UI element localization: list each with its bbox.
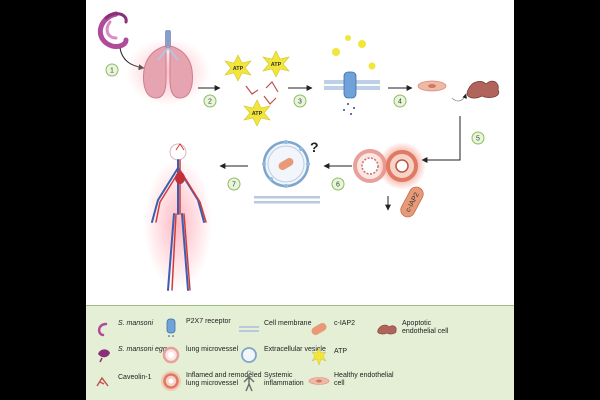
healthy-endothelial-cell — [417, 80, 447, 92]
svg-text:4: 4 — [398, 99, 402, 106]
pathway-diagram: 1 2 ATP ATP ATP — [98, 11, 500, 291]
svg-text:2: 2 — [208, 99, 212, 106]
question-mark: ? — [310, 139, 319, 155]
legend-panel: S. mansoni S. mansoni egg Caveolin-1 P2X… — [86, 305, 514, 400]
arrow-5 — [421, 116, 461, 163]
legend-label: Caveolin-1 — [118, 374, 152, 381]
legend-label: Cell membrane — [264, 320, 312, 327]
healthy-cell-icon — [308, 377, 330, 385]
figure-canvas: 1 2 ATP ATP ATP — [86, 0, 514, 400]
p2x7-receptor-icon — [166, 318, 176, 337]
svg-text:ATP: ATP — [271, 62, 282, 68]
vesicle-icon — [241, 347, 257, 363]
membrane-strip — [254, 196, 320, 199]
svg-text:ATP: ATP — [233, 66, 244, 72]
inflamed-microvessel-icon — [161, 371, 181, 391]
svg-text:6: 6 — [336, 182, 340, 189]
step-7-badge: 7 — [227, 177, 241, 191]
svg-text:3: 3 — [298, 99, 302, 106]
svg-text:5: 5 — [476, 136, 480, 143]
legend-label: c-IAP2 — [334, 320, 356, 327]
step-3-badge: 3 — [293, 94, 307, 108]
atp-star-2: ATP — [262, 50, 290, 78]
step-1-badge: 1 — [105, 63, 119, 77]
body-icon — [243, 370, 255, 392]
svg-text:ATP: ATP — [252, 111, 263, 117]
legend-label: Systemic inflammation — [264, 372, 304, 387]
membrane-strip-lower — [254, 201, 320, 204]
arrow-cell-transition — [451, 93, 467, 102]
step-5-badge: 5 — [471, 131, 485, 145]
ciap2-pill: c-IAP2 — [400, 186, 424, 218]
atp-star-icon — [311, 347, 327, 366]
membrane-p2x7 — [324, 35, 380, 115]
s-mansoni-worm — [98, 11, 129, 49]
egg-icon — [98, 349, 110, 363]
step-2-badge: 2 — [203, 94, 217, 108]
apoptotic-endothelial-cell — [466, 80, 500, 99]
legend-label: Inflamed and remodeled lung microvessel — [186, 372, 262, 387]
step-4-badge: 4 — [393, 94, 407, 108]
step-6-badge: 6 — [331, 177, 345, 191]
ciap2-icon — [311, 323, 327, 335]
legend-label: ATP — [334, 348, 348, 355]
lungs — [126, 30, 210, 106]
atp-star-3: ATP — [243, 99, 271, 127]
svg-text:1: 1 — [110, 68, 114, 75]
apoptotic-cell-icon — [377, 324, 397, 335]
legend-label: Extracellular vesicle — [264, 346, 326, 353]
legend-label: S. mansoni egg — [118, 346, 167, 353]
legend-label: P2X7 receptor — [186, 318, 231, 325]
s-mansoni-icon — [97, 322, 108, 337]
legend-label: Healthy endothelial cell — [334, 372, 394, 387]
human-circulatory-system — [144, 143, 212, 291]
legend-label: lung microvessel — [186, 346, 239, 353]
lung-microvessel-icon — [162, 346, 180, 364]
svg-text:7: 7 — [232, 182, 236, 189]
legend-label: Apoptotic endothelial cell — [402, 320, 449, 335]
legend-label: S. mansoni — [118, 320, 154, 327]
atp-star-1: ATP — [224, 54, 252, 82]
caveolin-icon — [96, 376, 109, 387]
cell-membrane-icon — [239, 326, 259, 332]
inflamed-microvessel — [378, 142, 426, 190]
extracellular-vesicle — [262, 140, 310, 188]
caveolin-fragments — [245, 81, 279, 105]
